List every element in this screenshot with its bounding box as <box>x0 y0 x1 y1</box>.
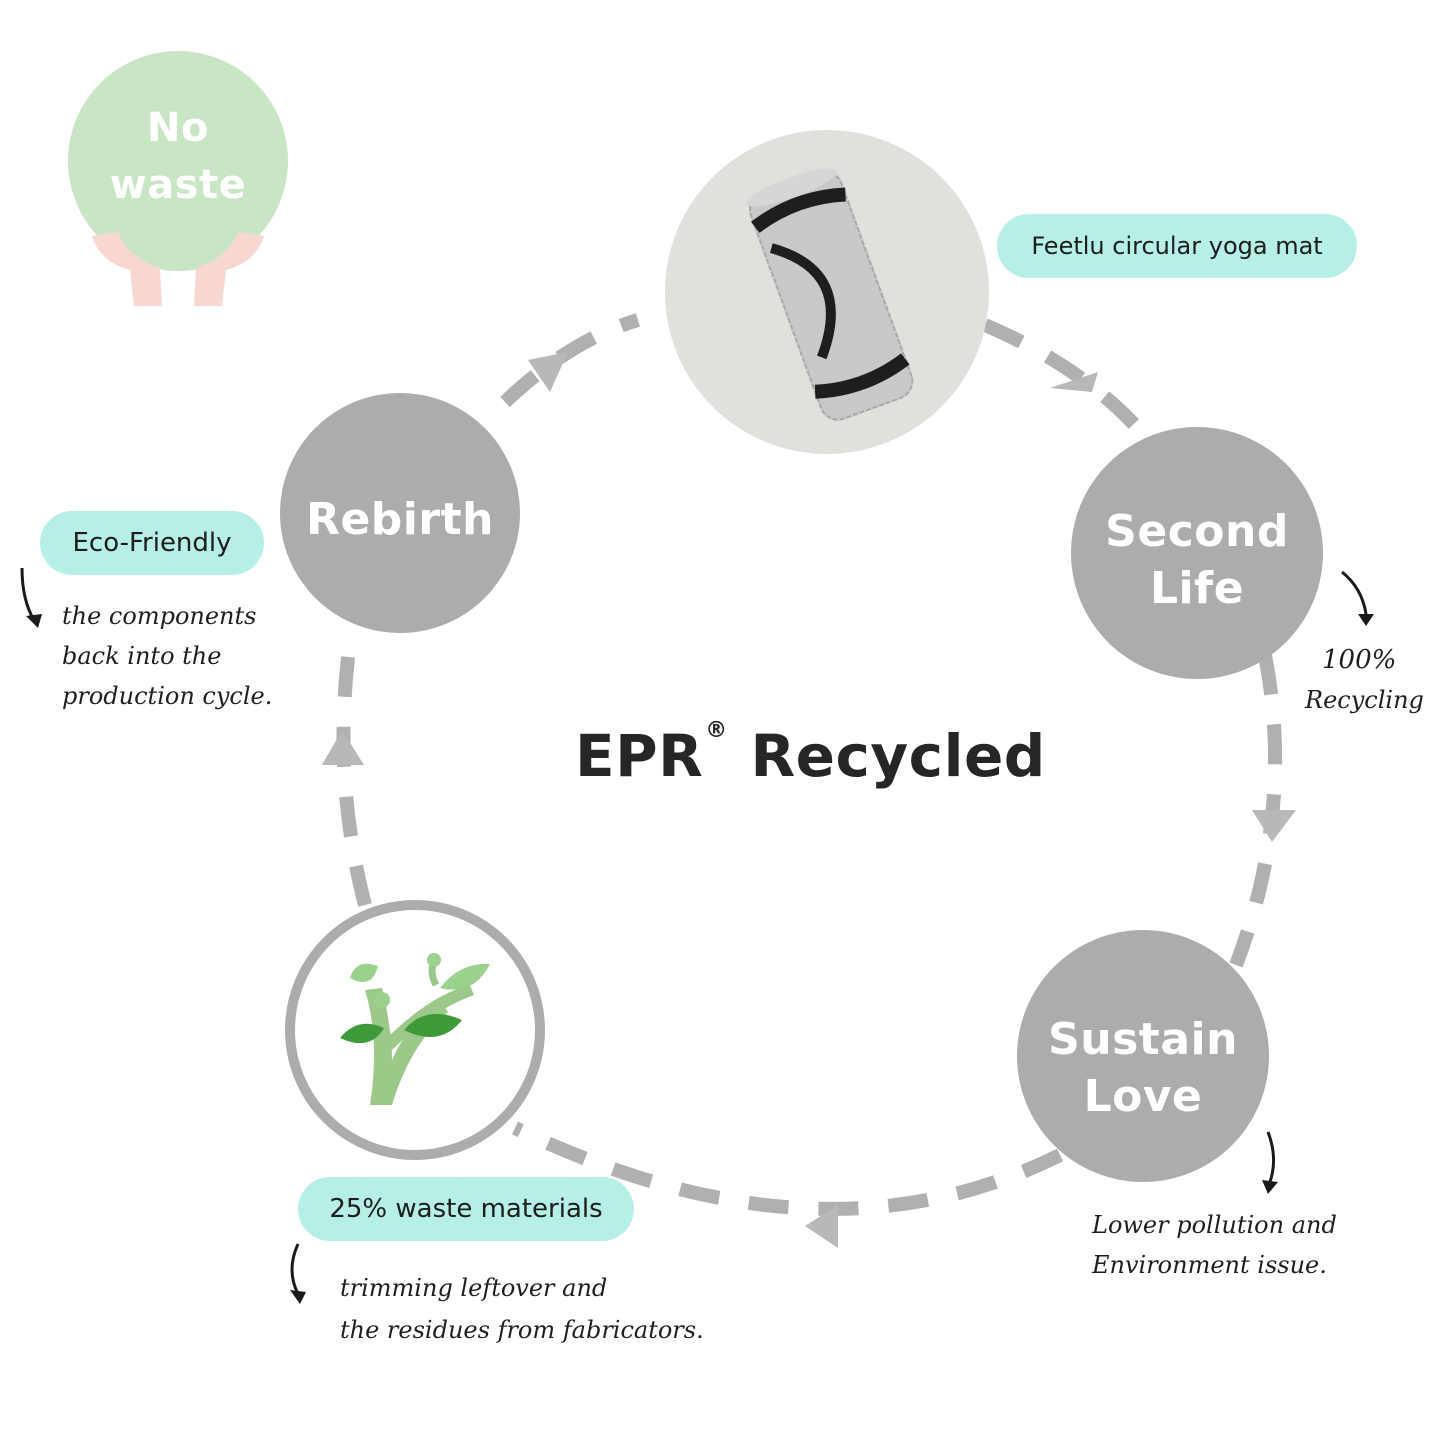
no-waste-circle <box>68 51 288 271</box>
registered-mark: ® <box>705 718 728 743</box>
rebirth-circle <box>280 393 520 633</box>
rebirth-label: Rebirth <box>306 494 494 545</box>
no-waste-badge <box>68 51 288 306</box>
cycle-arrows <box>322 352 1296 1248</box>
sustain-love-line2: Love <box>1083 1071 1203 1122</box>
second-life-circle <box>1071 427 1323 679</box>
pointer-arrow-recycling <box>1341 570 1368 615</box>
connector-product-to-second-life <box>982 318 1154 445</box>
product-label: Feetlu circular yoga mat <box>1031 232 1323 260</box>
left-hand-icon <box>92 232 162 306</box>
no-waste-line1: No <box>147 105 209 151</box>
sustain-love-circle <box>1017 930 1269 1182</box>
components-note-line1: the components <box>62 602 257 630</box>
right-hand-icon <box>194 232 264 306</box>
trimming-note-line1: trimming leftover and <box>340 1274 608 1302</box>
sustain-love-line1: Sustain <box>1048 1014 1238 1065</box>
eco-friendly-pill: Eco-Friendly <box>40 511 264 575</box>
pointer-arrow-pollution <box>1266 1131 1275 1183</box>
waste-materials-pill: 25% waste materials <box>298 1177 634 1241</box>
trimming-note-line2: the residues from fabricators. <box>340 1316 704 1344</box>
page-title: EPR® Recycled <box>575 718 1046 790</box>
arrow-head-1 <box>1050 372 1098 392</box>
eco-friendly-label: Eco-Friendly <box>72 528 232 558</box>
second-life-line1: Second <box>1105 506 1289 557</box>
connector-sustain-to-waste <box>511 1121 1064 1216</box>
connector-rebirth-to-product <box>500 313 640 408</box>
arrow-head-3 <box>805 1205 838 1248</box>
title-prefix: EPR <box>575 722 704 790</box>
pollution-note-line2: Environment issue. <box>1092 1251 1327 1279</box>
title-suffix: Recycled <box>750 722 1046 790</box>
recycling-note-line1: 100% <box>1322 645 1397 675</box>
pollution-note-line1: Lower pollution and <box>1092 1211 1337 1239</box>
recycling-note-line2: Recycling <box>1305 686 1424 714</box>
pointer-arrow-components <box>20 567 36 621</box>
pointer-arrow-trimming <box>290 1243 300 1295</box>
product-label-pill: Feetlu circular yoga mat <box>997 214 1357 278</box>
components-note-line2: back into the <box>62 642 222 670</box>
plant-sprout-icon <box>340 953 490 1105</box>
arrow-head-5 <box>528 352 568 392</box>
product-node <box>665 130 989 454</box>
connector-waste-to-rebirth <box>336 626 372 907</box>
second-life-line2: Life <box>1149 563 1245 614</box>
waste-materials-label: 25% waste materials <box>329 1194 603 1224</box>
no-waste-line2: waste <box>109 162 247 208</box>
components-note-line3: production cycle. <box>62 682 273 710</box>
arrow-head-2 <box>1252 810 1296 842</box>
arrow-head-4 <box>322 730 364 765</box>
waste-node <box>285 900 545 1160</box>
rolled-mat-icon <box>746 168 914 421</box>
